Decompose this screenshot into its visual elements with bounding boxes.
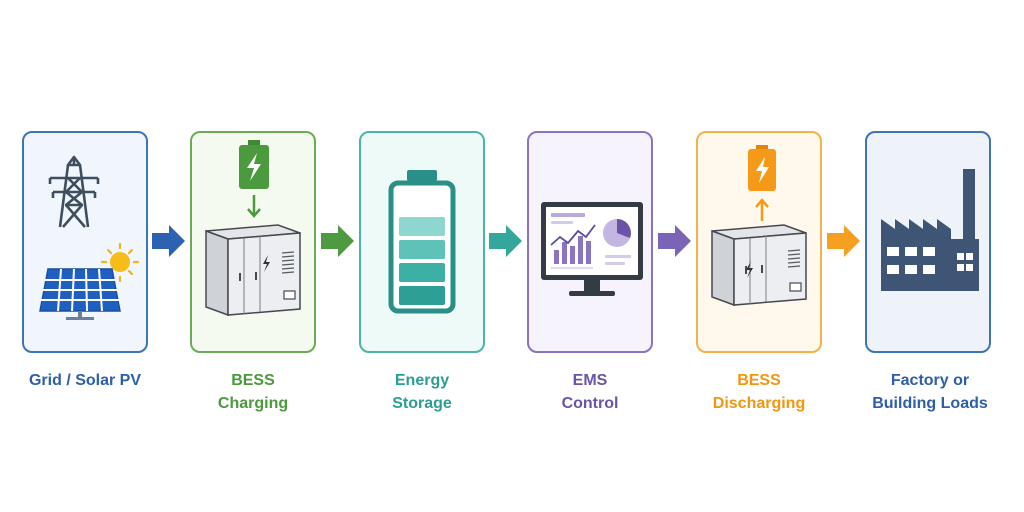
stage-label-line: BESS bbox=[737, 372, 781, 389]
stage-label-line: Grid / Solar PV bbox=[28, 372, 142, 389]
stage-card-grid-solar bbox=[22, 131, 148, 353]
stage-label-line: Control bbox=[561, 395, 619, 412]
stage-label-line: Storage bbox=[392, 395, 452, 412]
bess-cabinet-icon bbox=[711, 224, 807, 307]
flow-arrow-icon bbox=[151, 224, 187, 263]
flow-arrow-icon bbox=[657, 224, 693, 263]
stage-card-bess-charging bbox=[190, 131, 316, 353]
stage-card-bess-discharging bbox=[696, 131, 822, 353]
bess-cabinet-icon bbox=[205, 224, 301, 317]
flow-arrow-icon bbox=[320, 224, 356, 263]
stage-label-line: Building Loads bbox=[872, 395, 988, 412]
up-arrow-icon bbox=[755, 198, 769, 221]
stage-label-line: Factory or bbox=[890, 372, 970, 389]
stage-label-grid-solar: Grid / Solar PV bbox=[5, 369, 165, 392]
stage-label-loads: Factory or Building Loads bbox=[850, 369, 1010, 415]
stage-label-energy-storage: Energy Storage bbox=[342, 369, 502, 415]
stage-label-bess-charging: BESS Charging bbox=[173, 369, 333, 415]
stage-card-loads bbox=[865, 131, 991, 353]
battery-discharging-icon bbox=[748, 145, 776, 191]
solar-panel-icon bbox=[39, 268, 121, 320]
battery-charging-icon bbox=[239, 140, 269, 189]
monitor-dashboard-icon bbox=[541, 202, 643, 296]
stage-label-line: Energy bbox=[394, 372, 450, 389]
stage-label-line: Discharging bbox=[712, 395, 806, 412]
stage-card-ems-control bbox=[527, 131, 653, 353]
factory-icon bbox=[881, 169, 979, 291]
stage-label-line: Charging bbox=[217, 395, 289, 412]
stage-label-line: BESS bbox=[231, 372, 275, 389]
flow-arrow-icon bbox=[826, 224, 862, 263]
transmission-tower-icon bbox=[48, 155, 100, 228]
battery-level-icon bbox=[388, 170, 456, 314]
down-arrow-icon bbox=[247, 195, 261, 218]
stage-label-ems-control: EMS Control bbox=[510, 369, 670, 415]
stage-label-line: EMS bbox=[572, 372, 608, 389]
flow-arrow-icon bbox=[488, 224, 524, 263]
stage-label-bess-discharging: BESS Discharging bbox=[679, 369, 839, 415]
stage-card-energy-storage bbox=[359, 131, 485, 353]
